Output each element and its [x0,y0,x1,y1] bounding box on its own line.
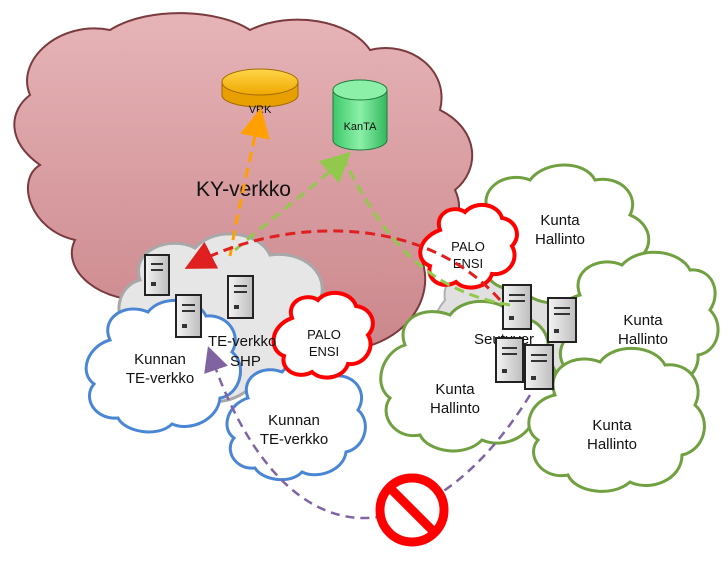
kunta-right-label-1: Kunta [623,312,663,329]
server-icon-left-2 [175,294,202,338]
kunnan-te-verkko-cloud-1: Kunnan TE-verkko [84,298,242,434]
te-verkko-label-2: SHP [230,353,261,370]
arrow-te-to-vrk [228,107,270,257]
kunnan-te-verkko-cloud-2: Kunnan TE-verkko [225,360,367,482]
palo-ensi-cloud-left: PALO ENSI [271,290,375,380]
palo-right-label-1: PALO [451,239,485,254]
server-icon-left-3 [227,275,254,319]
kunta-left-label-1: Kunta [435,381,475,398]
kunnan-te-2-label-2: TE-verkko [260,431,328,448]
kunta-top-label-2: Hallinto [535,231,585,248]
arrow-seutu-to-kanta [343,161,511,307]
arrow-seutu-to-te [184,229,502,301]
kunnan-te-1-label-2: TE-verkko [126,370,194,387]
kunta-hallinto-cloud-bottom: Kunta Hallinto [527,347,706,493]
kunnan-te-1-label-1: Kunnan [134,351,186,368]
server-icon-right-4 [524,344,554,390]
kunta-hallinto-cloud-right: Kunta Hallinto [554,250,720,395]
kunta-bottom-label-1: Kunta [592,417,632,434]
kunta-left-label-2: Hallinto [430,400,480,417]
kunnan-te-2-label-1: Kunnan [268,412,320,429]
kunta-right-label-2: Hallinto [618,331,668,348]
no-entry-icon [375,473,449,547]
server-icon-right-3 [495,337,524,383]
server-icon-right-1 [502,284,532,330]
kunta-top-label-1: Kunta [540,212,580,229]
kanta-database-icon: KanTA [332,79,388,151]
te-verkko-label-1: TE-verkko [208,333,276,350]
vrk-label: VRK [249,104,272,116]
server-icon-right-2 [547,297,577,343]
palo-left-label-1: PALO [307,327,341,342]
vrk-database-icon: VRK [221,68,299,116]
palo-left-label-2: ENSI [309,344,339,359]
arrow-te-to-kanta [234,151,351,252]
palo-ensi-cloud-right: PALO ENSI [418,202,519,290]
server-icon-left-1 [144,254,170,296]
kunta-bottom-label-2: Hallinto [587,436,637,453]
kanta-label: KanTA [344,121,377,133]
